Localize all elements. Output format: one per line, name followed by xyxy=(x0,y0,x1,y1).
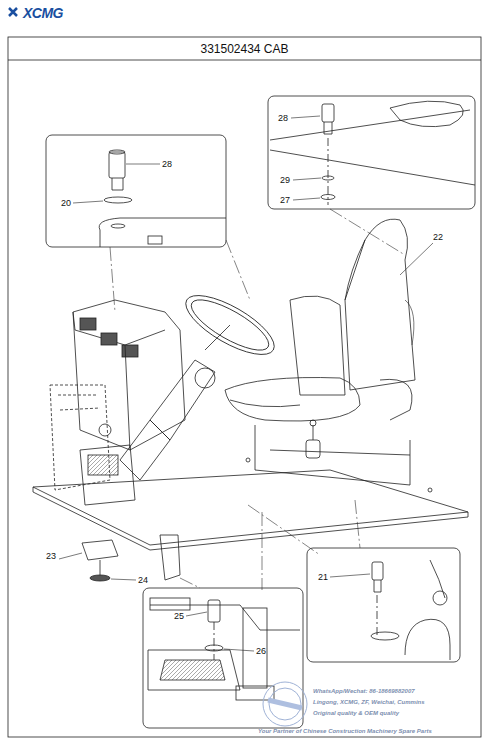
callout-number: 22 xyxy=(433,233,443,242)
title-bar: 331502434 CAB xyxy=(8,37,481,60)
callout-number: 26 xyxy=(256,647,266,656)
callout-number: 21 xyxy=(318,573,328,582)
diagram-title: 331502434 CAB xyxy=(200,42,288,56)
callout-number: 23 xyxy=(46,552,56,561)
callout-number: 20 xyxy=(61,199,71,208)
callout-number: 28 xyxy=(162,160,172,169)
callout-number: 27 xyxy=(280,196,290,205)
callout-number: 29 xyxy=(280,176,290,185)
watermark-text: Your Partner of Chinese Construction Mac… xyxy=(258,728,432,734)
callout-number: 25 xyxy=(174,612,184,621)
watermark-text: WhatsApp/Wechat: 86-18669882007 xyxy=(313,688,415,694)
callout-number: 24 xyxy=(138,576,148,585)
callout-number: 28 xyxy=(278,114,288,123)
watermark-text: Lingong, XCMG, ZF, Weichai, Cummins xyxy=(313,699,425,705)
brand-logo: XCMG xyxy=(23,6,63,20)
watermark-text: Original quality & OEM quality xyxy=(313,710,399,716)
